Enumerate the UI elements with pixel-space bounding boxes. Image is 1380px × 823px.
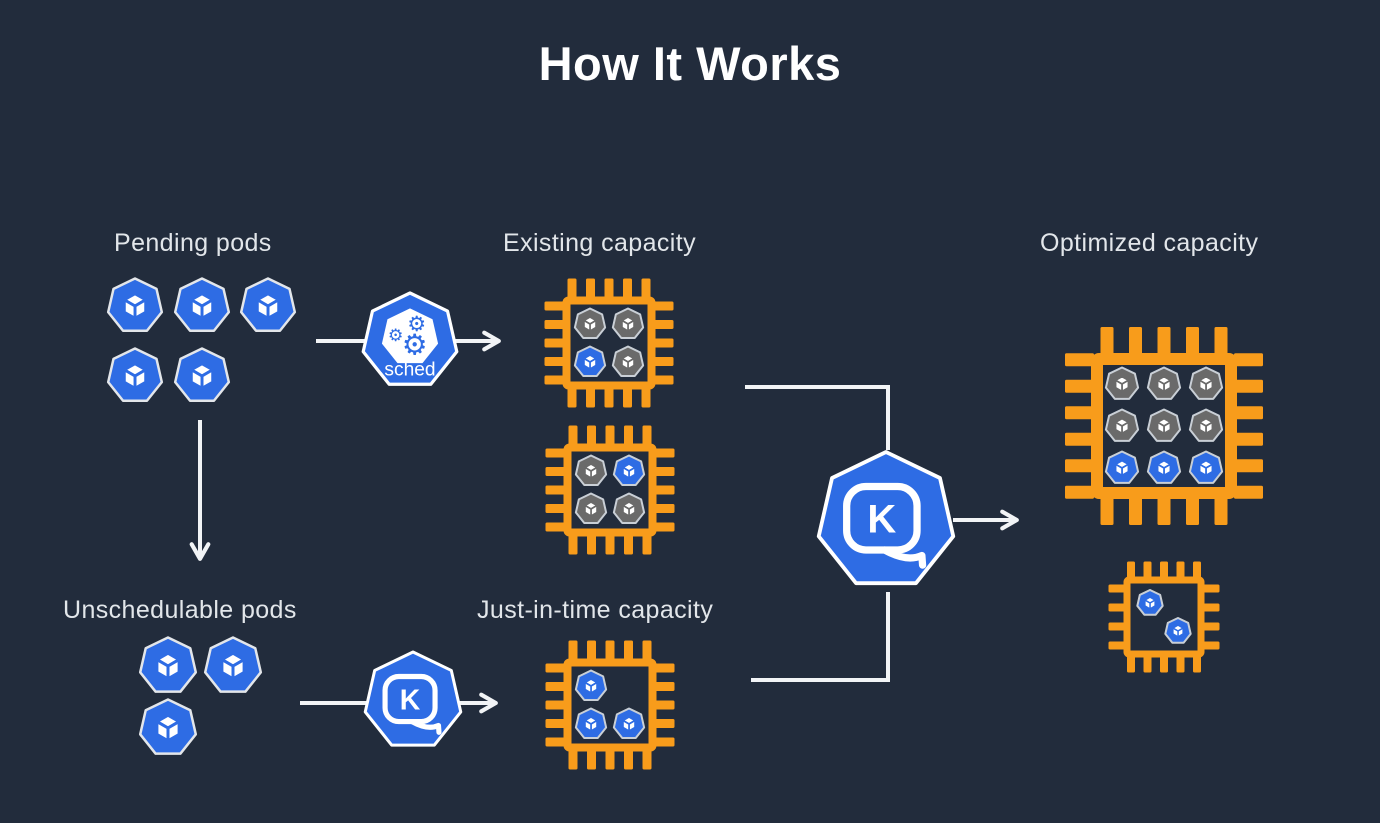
chip-jit xyxy=(545,640,675,770)
gear-icon: ⚙︎ xyxy=(402,328,428,362)
pod-icon xyxy=(611,307,645,339)
pod-icon xyxy=(573,307,607,339)
pod-icon xyxy=(1104,450,1140,484)
chip-pins xyxy=(1065,327,1263,525)
label-unschedulable-pods: Unschedulable pods xyxy=(63,596,297,624)
karpenter-icon-large: K xyxy=(816,450,956,586)
chip-optimized-small xyxy=(1108,561,1220,673)
karpenter-letter: K xyxy=(867,498,896,542)
chip-body xyxy=(1123,576,1205,658)
chip-optimized-large xyxy=(1065,327,1263,525)
pod-icon xyxy=(138,636,198,693)
pod-icon xyxy=(574,669,608,701)
label-just-in-time-capacity: Just-in-time capacity xyxy=(477,596,714,624)
karpenter-icon-small: K xyxy=(363,650,463,747)
pod-icon xyxy=(106,277,164,333)
pod-icon xyxy=(1188,450,1224,484)
pod-icon xyxy=(1164,617,1192,644)
pod-icon xyxy=(573,345,607,377)
pod-icon xyxy=(203,636,263,693)
pod-icon xyxy=(173,277,231,333)
page-title: How It Works xyxy=(538,37,842,90)
gear-icon: ⚙︎ xyxy=(407,311,426,336)
pod-icon xyxy=(106,347,164,403)
connector-jit-to-karpenter xyxy=(751,592,890,682)
pod-icon xyxy=(611,345,645,377)
label-optimized-capacity: Optimized capacity xyxy=(1040,229,1259,257)
pod-icon xyxy=(1104,408,1140,442)
scheduler-label: sched xyxy=(384,360,435,381)
label-existing-capacity: Existing capacity xyxy=(503,229,696,257)
chip-pins xyxy=(544,278,674,408)
pod-icon xyxy=(612,454,646,486)
pod-icon xyxy=(1146,408,1182,442)
chip-existing-top xyxy=(544,278,674,408)
pod-icon xyxy=(1136,589,1164,616)
pod-icon xyxy=(1188,408,1224,442)
chip-existing-bottom xyxy=(545,425,675,555)
pod-icon xyxy=(612,492,646,524)
chip-pins xyxy=(545,640,675,770)
scheduler-badge xyxy=(381,308,439,364)
pod-icon xyxy=(239,277,297,333)
pod-icon xyxy=(138,698,198,755)
karpenter-letter: K xyxy=(400,684,421,716)
pod-icon xyxy=(574,707,608,739)
pod-icon xyxy=(173,347,231,403)
pod-group-pending xyxy=(106,277,297,403)
pod-icon xyxy=(574,454,608,486)
pod-icon xyxy=(612,707,646,739)
label-pending-pods: Pending pods xyxy=(114,229,272,257)
chip-pins xyxy=(1108,561,1220,673)
pod-icon xyxy=(1146,366,1182,400)
pod-icon xyxy=(1104,366,1140,400)
pod-group-unschedulable xyxy=(138,636,263,755)
connector-existing-to-karpenter xyxy=(745,385,890,450)
pod-icon xyxy=(1146,450,1182,484)
pod-icon xyxy=(1188,366,1224,400)
gear-icon: ⚙︎ xyxy=(388,326,404,346)
chip-pins xyxy=(545,425,675,555)
pod-icon xyxy=(574,492,608,524)
kube-scheduler-icon: ⚙︎⚙︎⚙︎sched xyxy=(361,291,459,386)
